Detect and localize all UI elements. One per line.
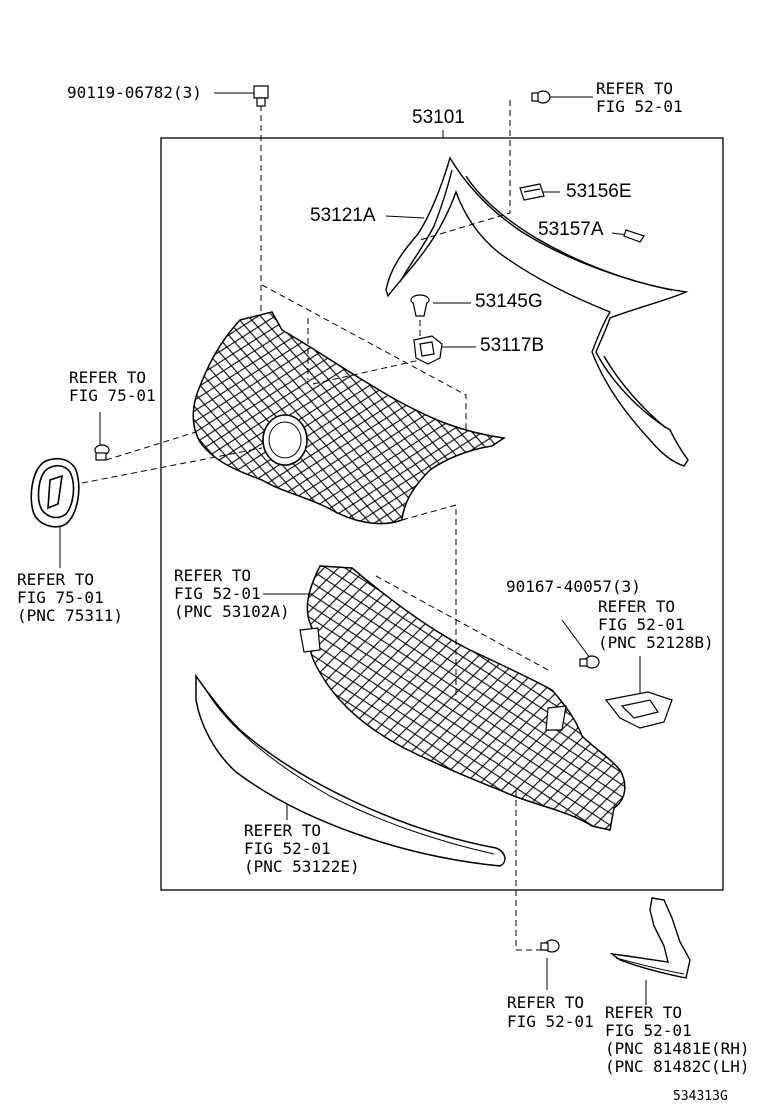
clip-bottom (540, 939, 560, 953)
label-53157a: 53157A (538, 219, 604, 240)
bolt-top (253, 85, 269, 107)
label-refer-top-1: REFER TO (596, 79, 674, 98)
label-refer-bottom-clip-2: FIG 52-01 (507, 1012, 594, 1031)
label-53145g: 53145G (475, 291, 543, 312)
bolt-left (94, 444, 110, 461)
label-refer-top-2: FIG 52-01 (596, 97, 683, 116)
label-refer-bottom-clip-1: REFER TO (507, 993, 585, 1012)
assembly-frame (160, 137, 724, 891)
label-refer-grille-2: FIG 52-01 (174, 584, 261, 603)
label-refer-bracket-1: REFER TO (598, 597, 676, 616)
bracket-53117b (413, 335, 443, 365)
label-refer-grille-1: REFER TO (174, 566, 252, 585)
clip-53156e (519, 183, 545, 201)
clip-top-right (531, 90, 551, 104)
label-refer-emblem-2: FIG 75-01 (17, 588, 104, 607)
label-refer-bracket-3: (PNC 52128B) (598, 633, 714, 652)
bracket-52128b (604, 691, 673, 729)
figure-id: 534313G (673, 1089, 728, 1104)
surround-molding (385, 156, 689, 467)
label-refer-garnish-1: REFER TO (605, 1003, 683, 1022)
lower-grille (299, 565, 626, 831)
label-bolt-right: 90167-40057(3) (506, 577, 641, 596)
label-bolt-top: 90119-06782(3) (67, 83, 202, 102)
bolt-right (579, 655, 600, 669)
label-refer-garnish-4: (PNC 81482C(LH) (605, 1057, 750, 1076)
label-refer-molding-1: REFER TO (244, 821, 322, 840)
clip-53145g (410, 294, 430, 317)
label-53156e: 53156E (566, 181, 632, 202)
label-53117b: 53117B (480, 335, 545, 356)
label-assembly: 53101 (412, 107, 465, 128)
label-refer-bolt-left-2: FIG 75-01 (69, 386, 156, 405)
label-refer-emblem-1: REFER TO (17, 570, 95, 589)
label-refer-garnish-2: FIG 52-01 (605, 1021, 692, 1040)
label-refer-bracket-2: FIG 52-01 (598, 615, 685, 634)
clip-53157a (623, 229, 645, 243)
label-refer-bolt-left-1: REFER TO (69, 368, 147, 387)
label-53121a: 53121A (310, 205, 376, 226)
label-refer-garnish-3: (PNC 81481E(RH) (605, 1039, 750, 1058)
label-refer-molding-2: FIG 52-01 (244, 839, 331, 858)
emblem (30, 457, 80, 528)
lower-molding (195, 673, 506, 867)
label-refer-emblem-3: (PNC 75311) (17, 606, 123, 625)
upper-grille (192, 311, 507, 525)
garnish (609, 897, 691, 979)
label-refer-grille-3: (PNC 53102A) (174, 602, 290, 621)
label-refer-molding-3: (PNC 53122E) (244, 857, 360, 876)
